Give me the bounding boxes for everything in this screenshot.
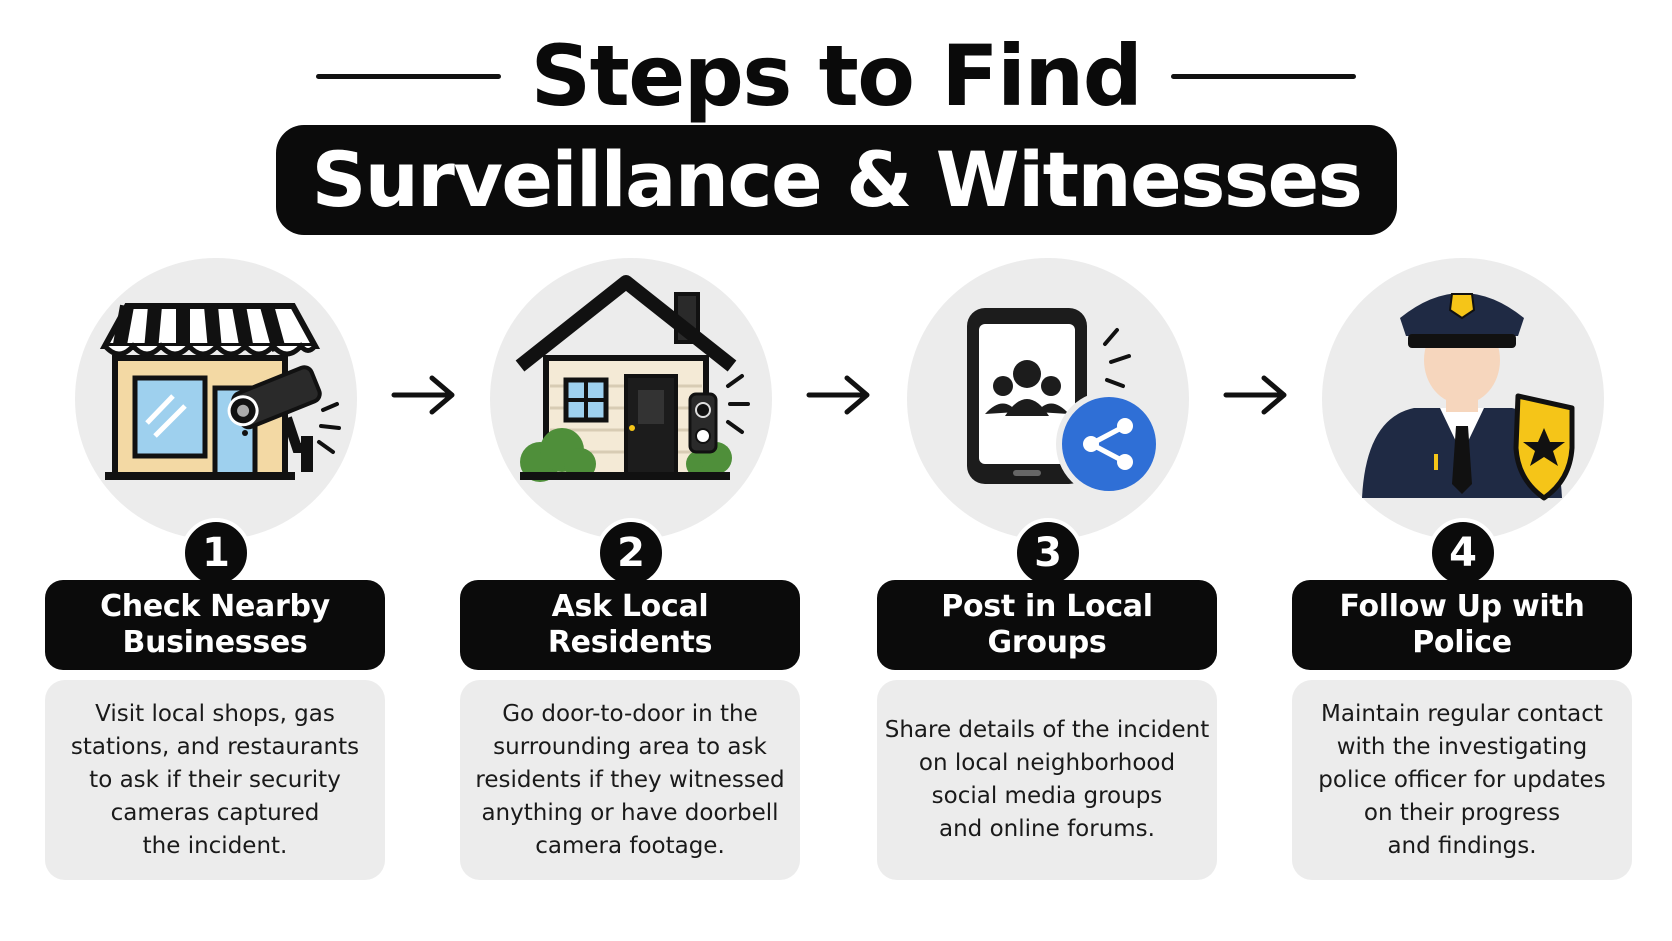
step-2: 2 Ask Local Residents Go door-to-door in… bbox=[460, 258, 800, 898]
step-1-title: Check Nearby Businesses bbox=[45, 580, 385, 670]
page-subtitle: Surveillance & Witnesses bbox=[311, 135, 1363, 224]
step-2-illustration bbox=[490, 258, 772, 540]
title-line-left bbox=[315, 73, 501, 79]
phone-group-share-icon bbox=[967, 308, 1162, 497]
step-3-description: Share details of the incident on local n… bbox=[877, 680, 1217, 880]
step-1-description: Visit local shops, gas stations, and res… bbox=[45, 680, 385, 880]
arrow-right-icon bbox=[806, 375, 870, 415]
arrow-right-icon bbox=[391, 375, 455, 415]
page-title: Steps to Find bbox=[530, 27, 1143, 125]
step-4: 4 Follow Up with Police Maintain regular… bbox=[1292, 258, 1632, 898]
step-1-illustration bbox=[75, 258, 357, 540]
step-1: 1 Check Nearby Businesses Visit local sh… bbox=[45, 258, 385, 898]
police-officer-badge-icon bbox=[1362, 293, 1575, 501]
arrow-right-icon bbox=[1223, 375, 1287, 415]
title-line-right bbox=[1171, 73, 1357, 79]
step-1-number: 1 bbox=[181, 518, 251, 588]
house-doorbell-camera-icon bbox=[515, 275, 750, 482]
step-3-number: 3 bbox=[1013, 518, 1083, 588]
step-3-illustration bbox=[907, 258, 1189, 540]
step-2-number: 2 bbox=[596, 518, 666, 588]
step-3-title: Post in Local Groups bbox=[877, 580, 1217, 670]
step-4-number: 4 bbox=[1428, 518, 1498, 588]
step-2-title: Ask Local Residents bbox=[460, 580, 800, 670]
storefront-security-camera-icon bbox=[99, 303, 341, 480]
step-4-description: Maintain regular contact with the invest… bbox=[1292, 680, 1632, 880]
subtitle-banner: Surveillance & Witnesses bbox=[276, 125, 1397, 235]
title-row: Steps to Find bbox=[0, 28, 1672, 124]
step-2-description: Go door-to-door in the surrounding area … bbox=[460, 680, 800, 880]
step-3: 3 Post in Local Groups Share details of … bbox=[877, 258, 1217, 898]
step-4-title: Follow Up with Police bbox=[1292, 580, 1632, 670]
step-4-illustration bbox=[1322, 258, 1604, 540]
